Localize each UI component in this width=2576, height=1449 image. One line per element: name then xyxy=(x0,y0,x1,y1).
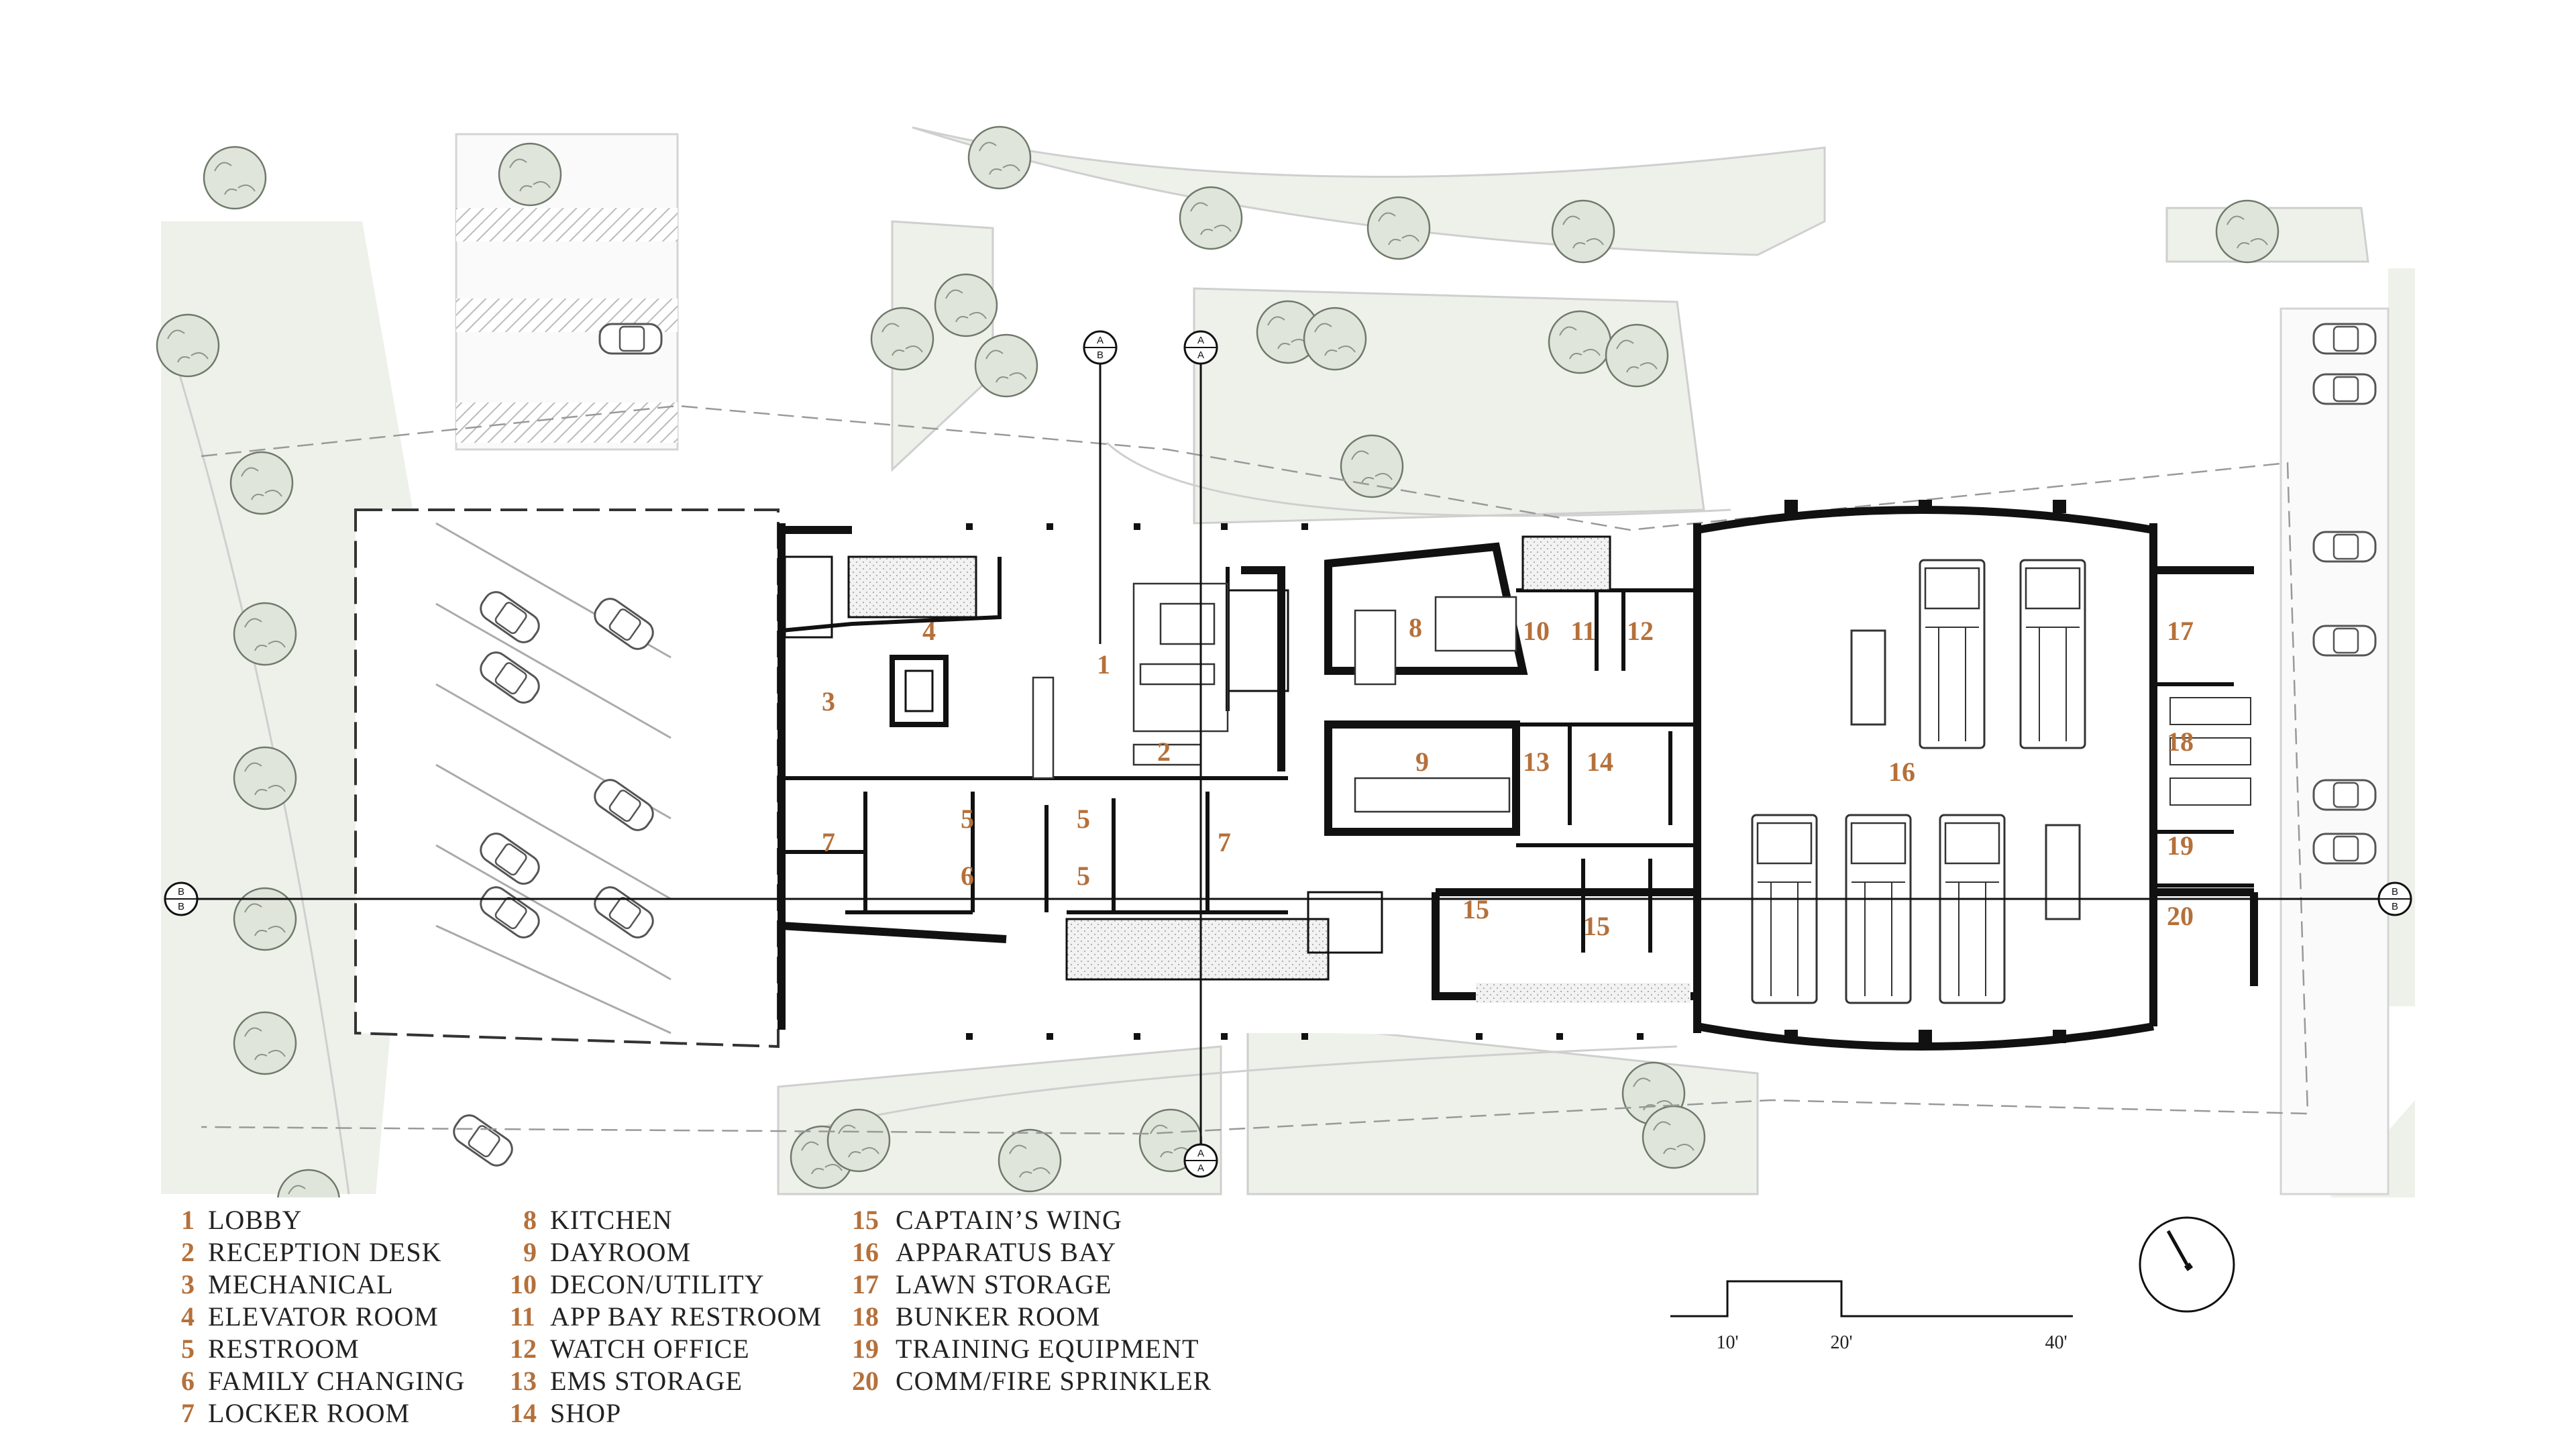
room-number-17: 17 xyxy=(2167,616,2194,646)
room-number-6: 6 xyxy=(961,861,974,891)
section-marker-top-left: A B xyxy=(1083,330,1118,365)
site-boundary xyxy=(201,405,2309,1135)
svg-text:13: 13 xyxy=(510,1366,537,1396)
svg-text:B: B xyxy=(2392,901,2398,912)
section-lines xyxy=(191,362,2385,1154)
svg-text:A: A xyxy=(1097,335,1104,346)
room-number-12: 12 xyxy=(1627,616,1654,646)
svg-text:19: 19 xyxy=(852,1334,879,1364)
scale-bar: 10' 20' 40' xyxy=(1670,1280,2073,1353)
svg-text:8: 8 xyxy=(523,1205,537,1235)
scale-label-20: 20' xyxy=(1830,1332,1852,1353)
svg-text:20: 20 xyxy=(852,1366,879,1396)
svg-text:LOBBY: LOBBY xyxy=(208,1205,303,1235)
room-number-19: 19 xyxy=(2167,830,2194,861)
legend-panel xyxy=(161,1197,2415,1368)
svg-text:7: 7 xyxy=(181,1398,195,1428)
building xyxy=(777,500,2258,1051)
room-number-10: 10 xyxy=(1523,616,1550,646)
svg-text:RECEPTION DESK: RECEPTION DESK xyxy=(208,1237,441,1267)
svg-text:4: 4 xyxy=(181,1301,195,1332)
room-number-9: 9 xyxy=(1415,747,1429,777)
room-number-4: 4 xyxy=(922,616,936,646)
svg-text:A: A xyxy=(1197,350,1204,361)
room-number-7b: 7 xyxy=(1218,827,1231,857)
svg-text:18: 18 xyxy=(852,1301,879,1332)
svg-text:FAMILY CHANGING: FAMILY CHANGING xyxy=(208,1366,465,1396)
svg-text:16: 16 xyxy=(852,1237,879,1267)
svg-text:10: 10 xyxy=(510,1269,537,1299)
section-marker-left: B B xyxy=(164,881,199,916)
svg-text:SHOP: SHOP xyxy=(550,1398,621,1428)
svg-text:A: A xyxy=(1197,1148,1204,1159)
upper-parking-lot xyxy=(455,133,679,451)
svg-text:TRAINING EQUIPMENT: TRAINING EQUIPMENT xyxy=(896,1334,1199,1364)
svg-text:A: A xyxy=(1197,335,1204,346)
room-numbers: 1 2 3 4 5 5 5 6 7 7 8 9 10 11 12 13 14 1… xyxy=(822,612,2194,941)
svg-text:CAPTAIN’S WING: CAPTAIN’S WING xyxy=(896,1205,1122,1235)
east-parking-lot xyxy=(2279,307,2390,1195)
room-number-14: 14 xyxy=(1587,747,1613,777)
room-number-15a: 15 xyxy=(1462,894,1489,924)
room-number-5a: 5 xyxy=(961,804,974,834)
room-number-18: 18 xyxy=(2167,727,2194,757)
room-number-3: 3 xyxy=(822,686,835,716)
scale-label-10: 10' xyxy=(1716,1332,1738,1353)
section-markers: A B A A B B B B A A xyxy=(164,330,2412,1178)
north-arrow-icon xyxy=(2139,1216,2235,1313)
svg-text:WATCH OFFICE: WATCH OFFICE xyxy=(550,1334,750,1364)
svg-text:B: B xyxy=(178,901,184,912)
room-number-16: 16 xyxy=(1888,757,1915,787)
svg-text:BUNKER ROOM: BUNKER ROOM xyxy=(896,1301,1100,1332)
svg-text:17: 17 xyxy=(852,1269,879,1299)
room-number-1: 1 xyxy=(1097,649,1110,680)
svg-text:KITCHEN: KITCHEN xyxy=(550,1205,673,1235)
svg-text:COMM/FIRE SPRINKLER: COMM/FIRE SPRINKLER xyxy=(896,1366,1212,1396)
section-marker-bottom: A A xyxy=(1183,1143,1218,1178)
room-number-15b: 15 xyxy=(1583,911,1610,941)
room-number-13: 13 xyxy=(1523,747,1550,777)
columns xyxy=(966,500,2066,1043)
svg-text:APPARATUS BAY: APPARATUS BAY xyxy=(896,1237,1116,1267)
svg-text:LOCKER ROOM: LOCKER ROOM xyxy=(208,1398,410,1428)
legend: 1 LOBBY 2 RECEPTION DESK 3 MECHANICAL 4 ELEV… xyxy=(181,1205,1212,1428)
svg-text:RESTROOM: RESTROOM xyxy=(208,1334,360,1364)
svg-text:MECHANICAL: MECHANICAL xyxy=(208,1269,394,1299)
svg-text:APP BAY RESTROOM: APP BAY RESTROOM xyxy=(550,1301,822,1332)
legend-column-1: 1 LOBBY 2 RECEPTION DESK 3 MECHANICAL 4 ELEV… xyxy=(181,1205,465,1428)
legend-column-3: 15 CAPTAIN’S WING 16 APPARATUS BAY 17 LAWN … xyxy=(852,1205,1212,1396)
svg-text:B: B xyxy=(2392,886,2398,898)
svg-text:11: 11 xyxy=(510,1301,535,1332)
svg-text:B: B xyxy=(178,886,184,898)
room-number-5b: 5 xyxy=(1077,804,1090,834)
svg-text:LAWN STORAGE: LAWN STORAGE xyxy=(896,1269,1112,1299)
room-number-7a: 7 xyxy=(822,827,835,857)
svg-text:6: 6 xyxy=(181,1366,195,1396)
west-parking-lot xyxy=(354,508,780,1171)
svg-text:3: 3 xyxy=(181,1269,195,1299)
section-marker-right: B B xyxy=(2377,881,2412,916)
svg-text:B: B xyxy=(1097,350,1104,361)
svg-text:DAYROOM: DAYROOM xyxy=(550,1237,691,1267)
svg-text:5: 5 xyxy=(181,1334,195,1364)
legend-column-2: 8 KITCHEN 9 DAYROOM 10 DECON/UTILITY 11 APP … xyxy=(510,1205,822,1428)
svg-text:15: 15 xyxy=(852,1205,879,1235)
room-number-8: 8 xyxy=(1409,612,1422,643)
scale-label-40: 40' xyxy=(2045,1332,2067,1353)
room-number-5c: 5 xyxy=(1077,861,1090,891)
svg-text:1: 1 xyxy=(181,1205,195,1235)
svg-text:A: A xyxy=(1197,1163,1204,1174)
svg-text:ELEVATOR ROOM: ELEVATOR ROOM xyxy=(208,1301,439,1332)
room-number-11: 11 xyxy=(1570,616,1596,646)
svg-text:14: 14 xyxy=(510,1398,537,1428)
section-marker-top-right: A A xyxy=(1183,330,1218,365)
svg-text:EMS STORAGE: EMS STORAGE xyxy=(550,1366,743,1396)
svg-text:DECON/UTILITY: DECON/UTILITY xyxy=(550,1269,765,1299)
svg-text:12: 12 xyxy=(510,1334,537,1364)
room-number-2: 2 xyxy=(1157,737,1171,767)
svg-text:2: 2 xyxy=(181,1237,195,1267)
svg-text:9: 9 xyxy=(523,1237,537,1267)
room-number-20: 20 xyxy=(2167,901,2194,931)
